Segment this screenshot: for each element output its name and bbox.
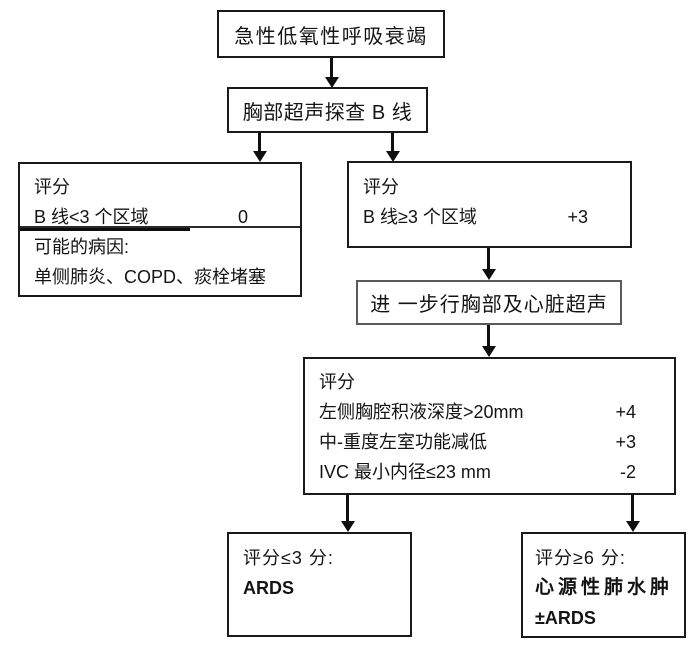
- node-label: 急性低氧性呼吸衰竭: [234, 25, 428, 48]
- score-row-label: 左侧胸腔积液深度>20mm: [319, 402, 524, 422]
- node-detailed-score: 评分 左侧胸腔积液深度>20mm +4 中-重度左室功能减低 +3 IVC 最小…: [303, 357, 676, 495]
- score-row-label: IVC 最小内径≤23 mm: [319, 462, 491, 482]
- arrowhead-icon: [252, 151, 267, 162]
- arrow-down-further-to-detail-score: [481, 325, 496, 357]
- result-condition: 评分≤3 分:: [243, 548, 334, 568]
- result-diagnosis: ARDS: [243, 578, 295, 598]
- arrow-stem: [330, 58, 333, 77]
- section-divider: [20, 226, 300, 228]
- arrowhead-icon: [625, 521, 640, 532]
- node-further-chest-cardiac-ultrasound: 进 一步行胸部及心脏超声: [356, 280, 622, 325]
- arrow-stem: [487, 248, 490, 269]
- node-label: 进 一步行胸部及心脏超声: [370, 294, 608, 316]
- score-row: B 线<3 个区域 0: [34, 202, 300, 232]
- arrow-stem: [258, 133, 261, 151]
- causes-list: 单侧肺炎、COPD、痰栓堵塞: [34, 267, 267, 287]
- score-row-label: B 线≥3 个区域: [363, 207, 477, 227]
- score-title: 评分: [363, 177, 399, 197]
- arrow-down-right-score-to-further: [481, 248, 496, 280]
- node-score-b-lines-3-or-more: 评分 B 线≥3 个区域 +3: [347, 161, 632, 248]
- arrow-down-detail-to-ards: [340, 495, 355, 532]
- arrow-down-detail-to-cardiogenic: [625, 495, 640, 532]
- score-row: 左侧胸腔积液深度>20mm +4: [319, 397, 674, 427]
- node-label: 胸部超声探查 B 线: [242, 101, 413, 124]
- arrow-down-exam-to-left-score: [252, 133, 267, 162]
- score-row-label: B 线<3 个区域: [34, 207, 149, 227]
- score-row-value: +4: [615, 402, 636, 422]
- score-row-value: +3: [567, 207, 588, 227]
- score-row-value: 0: [237, 207, 248, 227]
- arrow-down-exam-to-right-score: [385, 133, 400, 162]
- node-score-b-lines-under-3: 评分 B 线<3 个区域 0 可能的病因: 单侧肺炎、COPD、痰栓堵塞: [18, 162, 302, 297]
- arrow-down-start-to-exam: [324, 58, 339, 88]
- arrow-stem: [631, 495, 634, 521]
- score-row-label: 中-重度左室功能减低: [319, 432, 487, 452]
- arrowhead-icon: [481, 346, 496, 357]
- node-chest-ultrasound-b-line: 胸部超声探查 B 线: [227, 87, 428, 133]
- score-title: 评分: [34, 177, 70, 197]
- arrowhead-icon: [385, 151, 400, 162]
- arrow-stem: [391, 133, 394, 151]
- arrowhead-icon: [340, 521, 355, 532]
- result-condition: 评分≥6 分:: [535, 548, 626, 568]
- score-title: 评分: [319, 372, 355, 392]
- score-row-value: -2: [619, 462, 636, 482]
- result-diagnosis-suffix: ±ARDS: [535, 608, 596, 628]
- arrowhead-icon: [324, 77, 339, 88]
- arrow-stem: [346, 495, 349, 521]
- arrow-stem: [487, 325, 490, 346]
- node-acute-hypoxemic-respiratory-failure: 急性低氧性呼吸衰竭: [217, 10, 445, 58]
- score-row: IVC 最小内径≤23 mm -2: [319, 457, 674, 487]
- score-row: B 线≥3 个区域 +3: [363, 202, 630, 232]
- result-diagnosis: 心源性肺水肿: [535, 577, 674, 598]
- score-row-value: +3: [615, 432, 636, 452]
- arrowhead-icon: [481, 269, 496, 280]
- node-result-ards: 评分≤3 分: ARDS: [227, 532, 412, 637]
- causes-title: 可能的病因:: [34, 237, 130, 257]
- node-result-cardiogenic-edema: 评分≥6 分: 心源性肺水肿 ±ARDS: [521, 532, 686, 638]
- section-divider-underline: [20, 228, 190, 231]
- score-row: 中-重度左室功能减低 +3: [319, 427, 674, 457]
